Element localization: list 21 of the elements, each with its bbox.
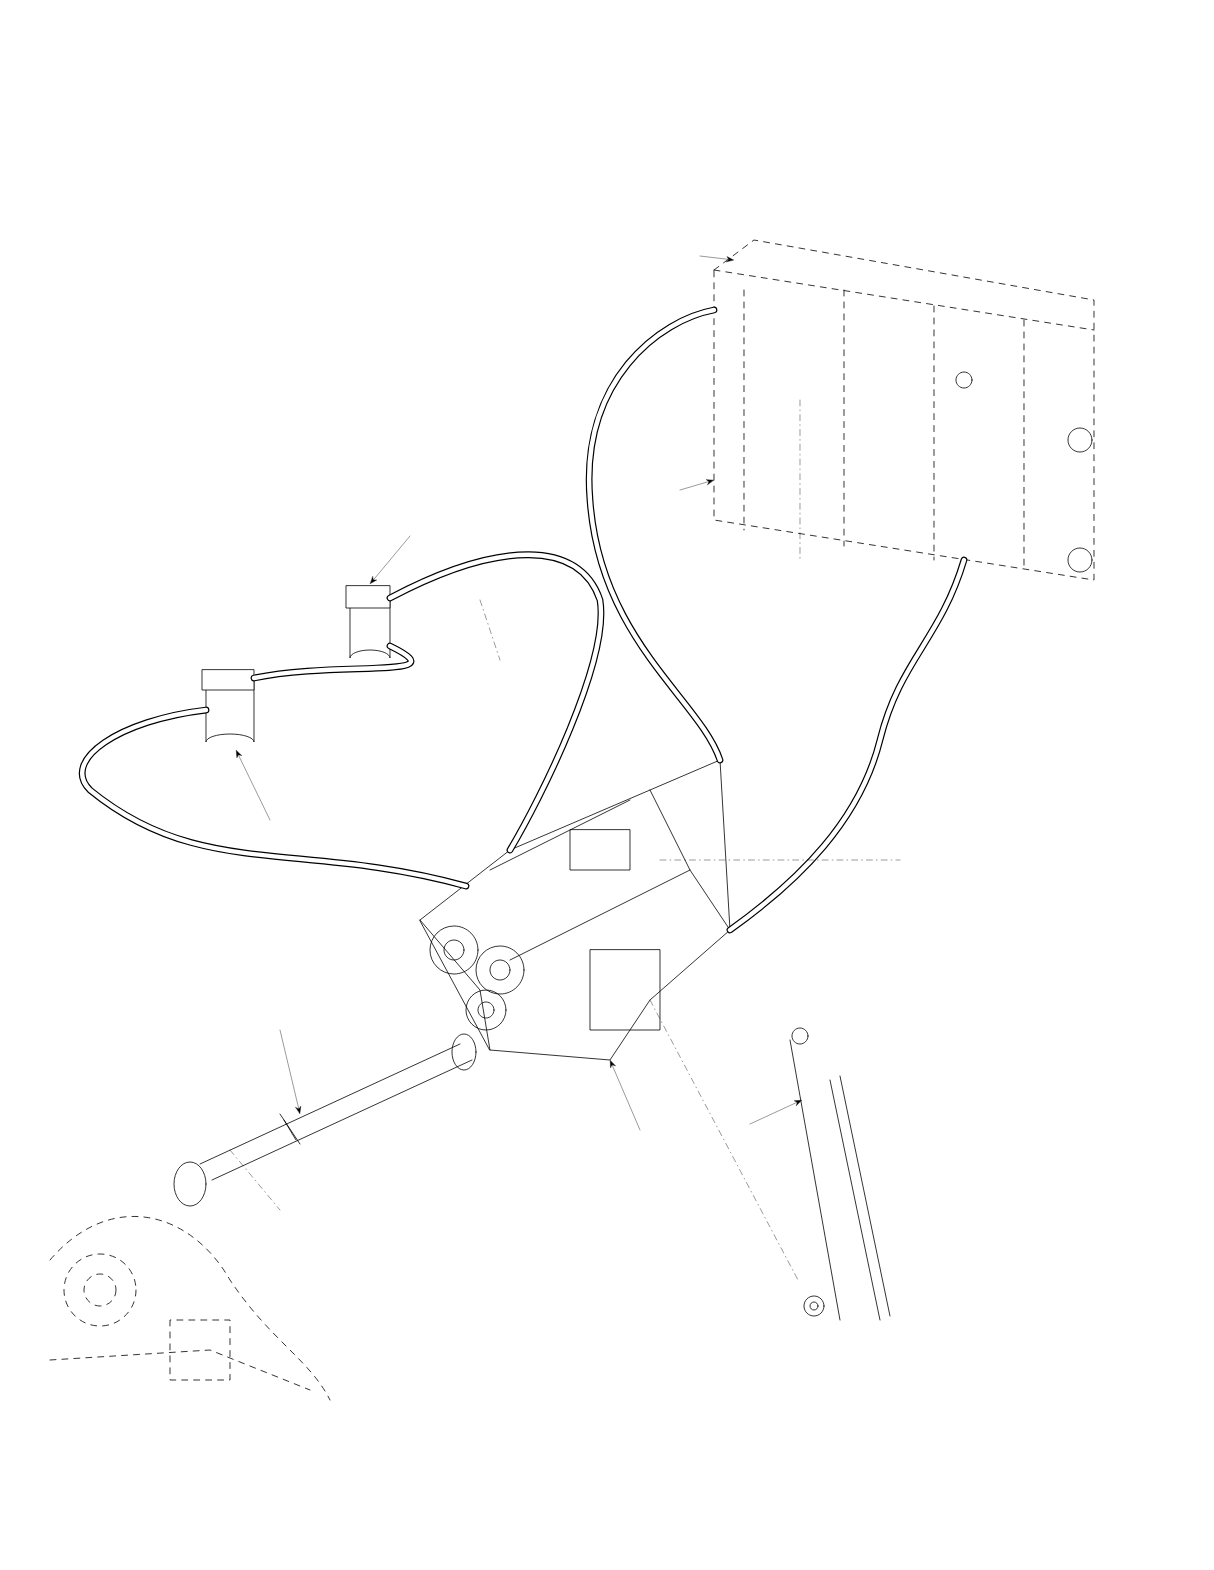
leader-line (749, 1100, 802, 1125)
leader-line (236, 750, 271, 821)
leader-line (610, 1060, 641, 1131)
center-line (229, 1149, 281, 1211)
radiator-drawing (713, 239, 1095, 581)
axle-drawing (49, 1216, 331, 1401)
leader-line (370, 535, 411, 584)
hose (386, 551, 605, 854)
hose (726, 556, 968, 934)
hose (585, 306, 724, 764)
filter-drawing (201, 669, 255, 743)
tube-drawing (789, 1027, 891, 1321)
center-line (649, 999, 799, 1281)
filter-drawing (345, 585, 391, 659)
leader-line (279, 1029, 301, 1114)
transmission-drawing (419, 759, 731, 1061)
hose (250, 642, 414, 682)
leader-line (699, 255, 734, 262)
drive-shaft-drawing (173, 1033, 477, 1207)
hose (78, 706, 470, 890)
leader-line (679, 479, 714, 491)
